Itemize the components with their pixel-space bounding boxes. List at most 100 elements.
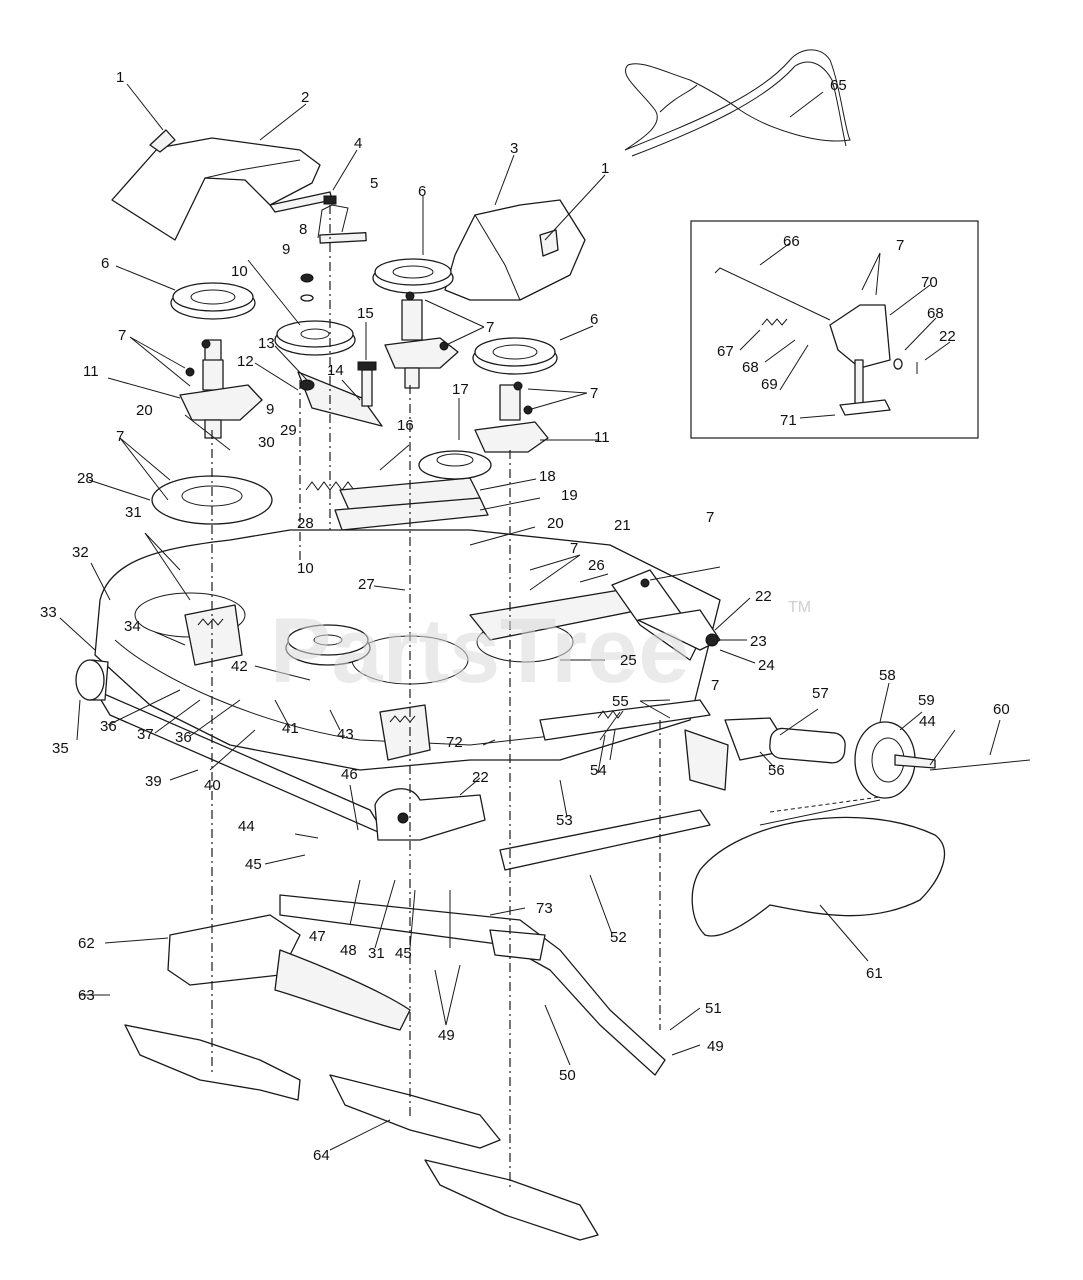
callout-7: 7 <box>711 677 719 694</box>
callout-33: 33 <box>40 604 57 621</box>
callout-3: 3 <box>510 140 518 157</box>
callout-49: 49 <box>438 1027 455 1044</box>
callout-55: 55 <box>612 693 629 710</box>
deck-belt-65 <box>624 49 851 157</box>
callout-4: 4 <box>354 135 362 152</box>
idler-pulley-10-lower <box>285 624 371 666</box>
callout-11: 11 <box>594 429 610 446</box>
callout-49: 49 <box>707 1038 724 1055</box>
baffle-62 <box>167 914 411 1031</box>
idler-pulley-10-top <box>274 320 383 427</box>
callout-67: 67 <box>717 343 734 360</box>
blade-64-center <box>329 1074 501 1149</box>
callout-70: 70 <box>921 274 938 291</box>
pulley-6-center <box>372 258 454 294</box>
callout-30: 30 <box>258 434 275 451</box>
bracket-21 <box>611 569 721 661</box>
callout-68: 68 <box>742 359 759 376</box>
callout-60: 60 <box>993 701 1010 718</box>
callout-65: 65 <box>830 77 847 94</box>
mower-deck-32 <box>94 529 721 771</box>
spindle-housing-11-right <box>474 381 549 453</box>
callout-48: 48 <box>340 942 357 959</box>
callout-1: 1 <box>601 160 609 177</box>
callout-24: 24 <box>758 657 775 674</box>
callout-62: 62 <box>78 935 95 952</box>
callout-34: 34 <box>124 618 141 635</box>
callout-57: 57 <box>812 685 829 702</box>
belt-cover-left-2 <box>111 129 333 241</box>
callout-71: 71 <box>780 412 797 429</box>
callout-45: 45 <box>245 856 262 873</box>
baffle-52 <box>499 809 711 871</box>
callout-37: 37 <box>137 726 154 743</box>
callout-22: 22 <box>939 328 956 345</box>
arm-assembly-53 <box>539 699 729 791</box>
callout-32: 32 <box>72 544 89 561</box>
callout-53: 53 <box>556 812 573 829</box>
callout-36: 36 <box>100 718 117 735</box>
callout-15: 15 <box>357 305 374 322</box>
spindle-housing-11-center <box>384 291 459 389</box>
callout-52: 52 <box>610 929 627 946</box>
callout-22: 22 <box>472 769 489 786</box>
callout-20: 20 <box>136 402 153 419</box>
callout-7: 7 <box>118 327 126 344</box>
callout-72: 72 <box>446 734 463 751</box>
callout-31: 31 <box>368 945 385 962</box>
callout-47: 47 <box>309 928 326 945</box>
callout-9: 9 <box>282 241 290 258</box>
callout-39: 39 <box>145 773 162 790</box>
callout-8: 8 <box>299 221 307 238</box>
callout-68: 68 <box>927 305 944 322</box>
callout-5: 5 <box>370 175 378 192</box>
callout-46: 46 <box>341 766 358 783</box>
callout-54: 54 <box>590 762 607 779</box>
pulley-6-left <box>170 282 256 365</box>
callout-7: 7 <box>896 237 904 254</box>
belt-cover-right-3 <box>444 199 586 301</box>
blade-64-right <box>424 1159 599 1241</box>
callout-7: 7 <box>706 509 714 526</box>
callout-19: 19 <box>561 487 578 504</box>
callout-41: 41 <box>282 720 299 737</box>
inset-detail-box <box>690 220 979 439</box>
deck-belt-61 <box>691 796 946 937</box>
callout-18: 18 <box>539 468 556 485</box>
svg-text:PartsTree: PartsTree <box>270 600 689 702</box>
callout-61: 61 <box>866 965 883 982</box>
callout-26: 26 <box>588 557 605 574</box>
callout-7: 7 <box>570 540 578 557</box>
callout-25: 25 <box>620 652 637 669</box>
svg-text:TM: TM <box>788 599 811 616</box>
spindle-housing-11-left <box>179 339 263 439</box>
partstree-watermark: PartsTree TM <box>270 599 811 702</box>
callout-31: 31 <box>125 504 142 521</box>
callout-51: 51 <box>705 1000 722 1017</box>
callout-17: 17 <box>452 381 469 398</box>
callout-23: 23 <box>750 633 767 650</box>
callout-1: 1 <box>116 69 124 86</box>
callout-28: 28 <box>77 470 94 487</box>
callout-29: 29 <box>280 422 297 439</box>
gauge-wheel-assembly <box>724 717 936 799</box>
callout-6: 6 <box>590 311 598 328</box>
callout-20: 20 <box>547 515 564 532</box>
callout-12: 12 <box>237 353 254 370</box>
callout-36: 36 <box>175 729 192 746</box>
callout-9: 9 <box>266 401 274 418</box>
hanger-bracket-34 <box>184 604 243 666</box>
callout-7: 7 <box>116 428 124 445</box>
idler-pulley-17 <box>418 450 492 480</box>
rear-arm-22 <box>374 788 486 841</box>
leader-lines <box>59 83 1001 1151</box>
callout-11: 11 <box>83 363 99 380</box>
callout-7: 7 <box>486 319 494 336</box>
callout-43: 43 <box>337 726 354 743</box>
callout-64: 64 <box>313 1147 330 1164</box>
callout-10: 10 <box>297 560 314 577</box>
callout-69: 69 <box>761 376 778 393</box>
bolt-5 <box>323 195 337 560</box>
callout-44: 44 <box>238 818 255 835</box>
